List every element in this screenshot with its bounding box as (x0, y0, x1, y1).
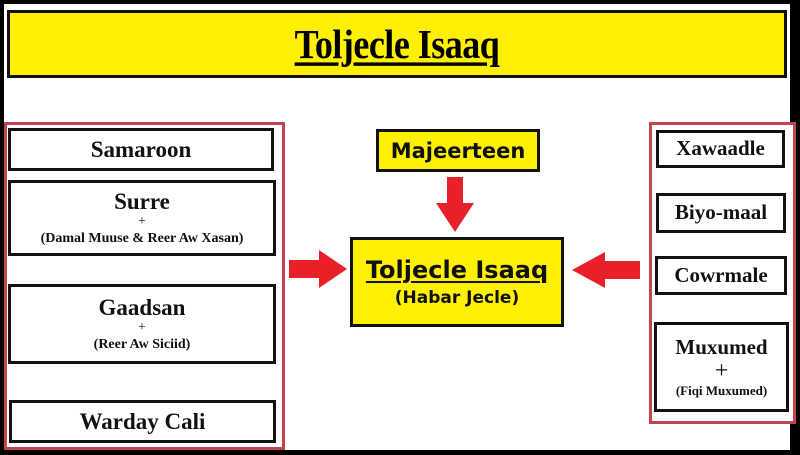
node-majeerteen: Majeerteen (376, 129, 540, 172)
center-title: Toljecle Isaaq (365, 256, 549, 284)
node-label: Majeerteen (390, 138, 526, 163)
node-center-toljecle-isaaq: Toljecle Isaaq (Habar Jecle) (350, 237, 564, 327)
node-label: Xawaadle (676, 136, 765, 161)
title-banner: Toljecle Isaaq (7, 10, 787, 78)
node-xawaadle: Xawaadle (656, 130, 785, 168)
node-gaadsan: Gaadsan + (Reer Aw Siciid) (8, 284, 276, 364)
arrow-down-icon (436, 177, 474, 232)
node-sublabel: (Damal Muuse & Reer Aw Xasan) (40, 230, 244, 246)
node-label: Warday Cali (79, 408, 206, 434)
node-label: Samaroon (90, 136, 192, 162)
diagram-canvas: Toljecle Isaaq Samaroon Surre + (Damal M… (4, 4, 796, 450)
banner-title: Toljecle Isaaq (294, 21, 500, 67)
node-muxumed: Muxumed + (Fiqi Muxumed) (654, 322, 789, 412)
plus-sign: + (714, 357, 729, 384)
node-label: Muxumed (675, 334, 768, 359)
plus-sign: + (138, 213, 146, 229)
node-samaroon: Samaroon (8, 128, 274, 171)
node-label: Gaadsan (98, 294, 186, 320)
arrow-left-icon (572, 252, 640, 288)
node-warday-cali: Warday Cali (9, 400, 276, 443)
node-cowrmale: Cowrmale (655, 256, 787, 295)
node-label: Surre (114, 188, 170, 214)
node-label: Cowrmale (674, 262, 768, 287)
node-sublabel: (Fiqi Muxumed) (675, 382, 768, 398)
node-sublabel: (Reer Aw Siciid) (93, 336, 191, 352)
node-surre: Surre + (Damal Muuse & Reer Aw Xasan) (8, 180, 276, 256)
node-label: Biyo-maal (674, 200, 768, 225)
node-biyo-maal: Biyo-maal (656, 193, 786, 233)
arrow-right-icon (289, 250, 347, 288)
center-subtitle: (Habar Jecle) (394, 288, 520, 308)
plus-sign: + (138, 319, 146, 335)
